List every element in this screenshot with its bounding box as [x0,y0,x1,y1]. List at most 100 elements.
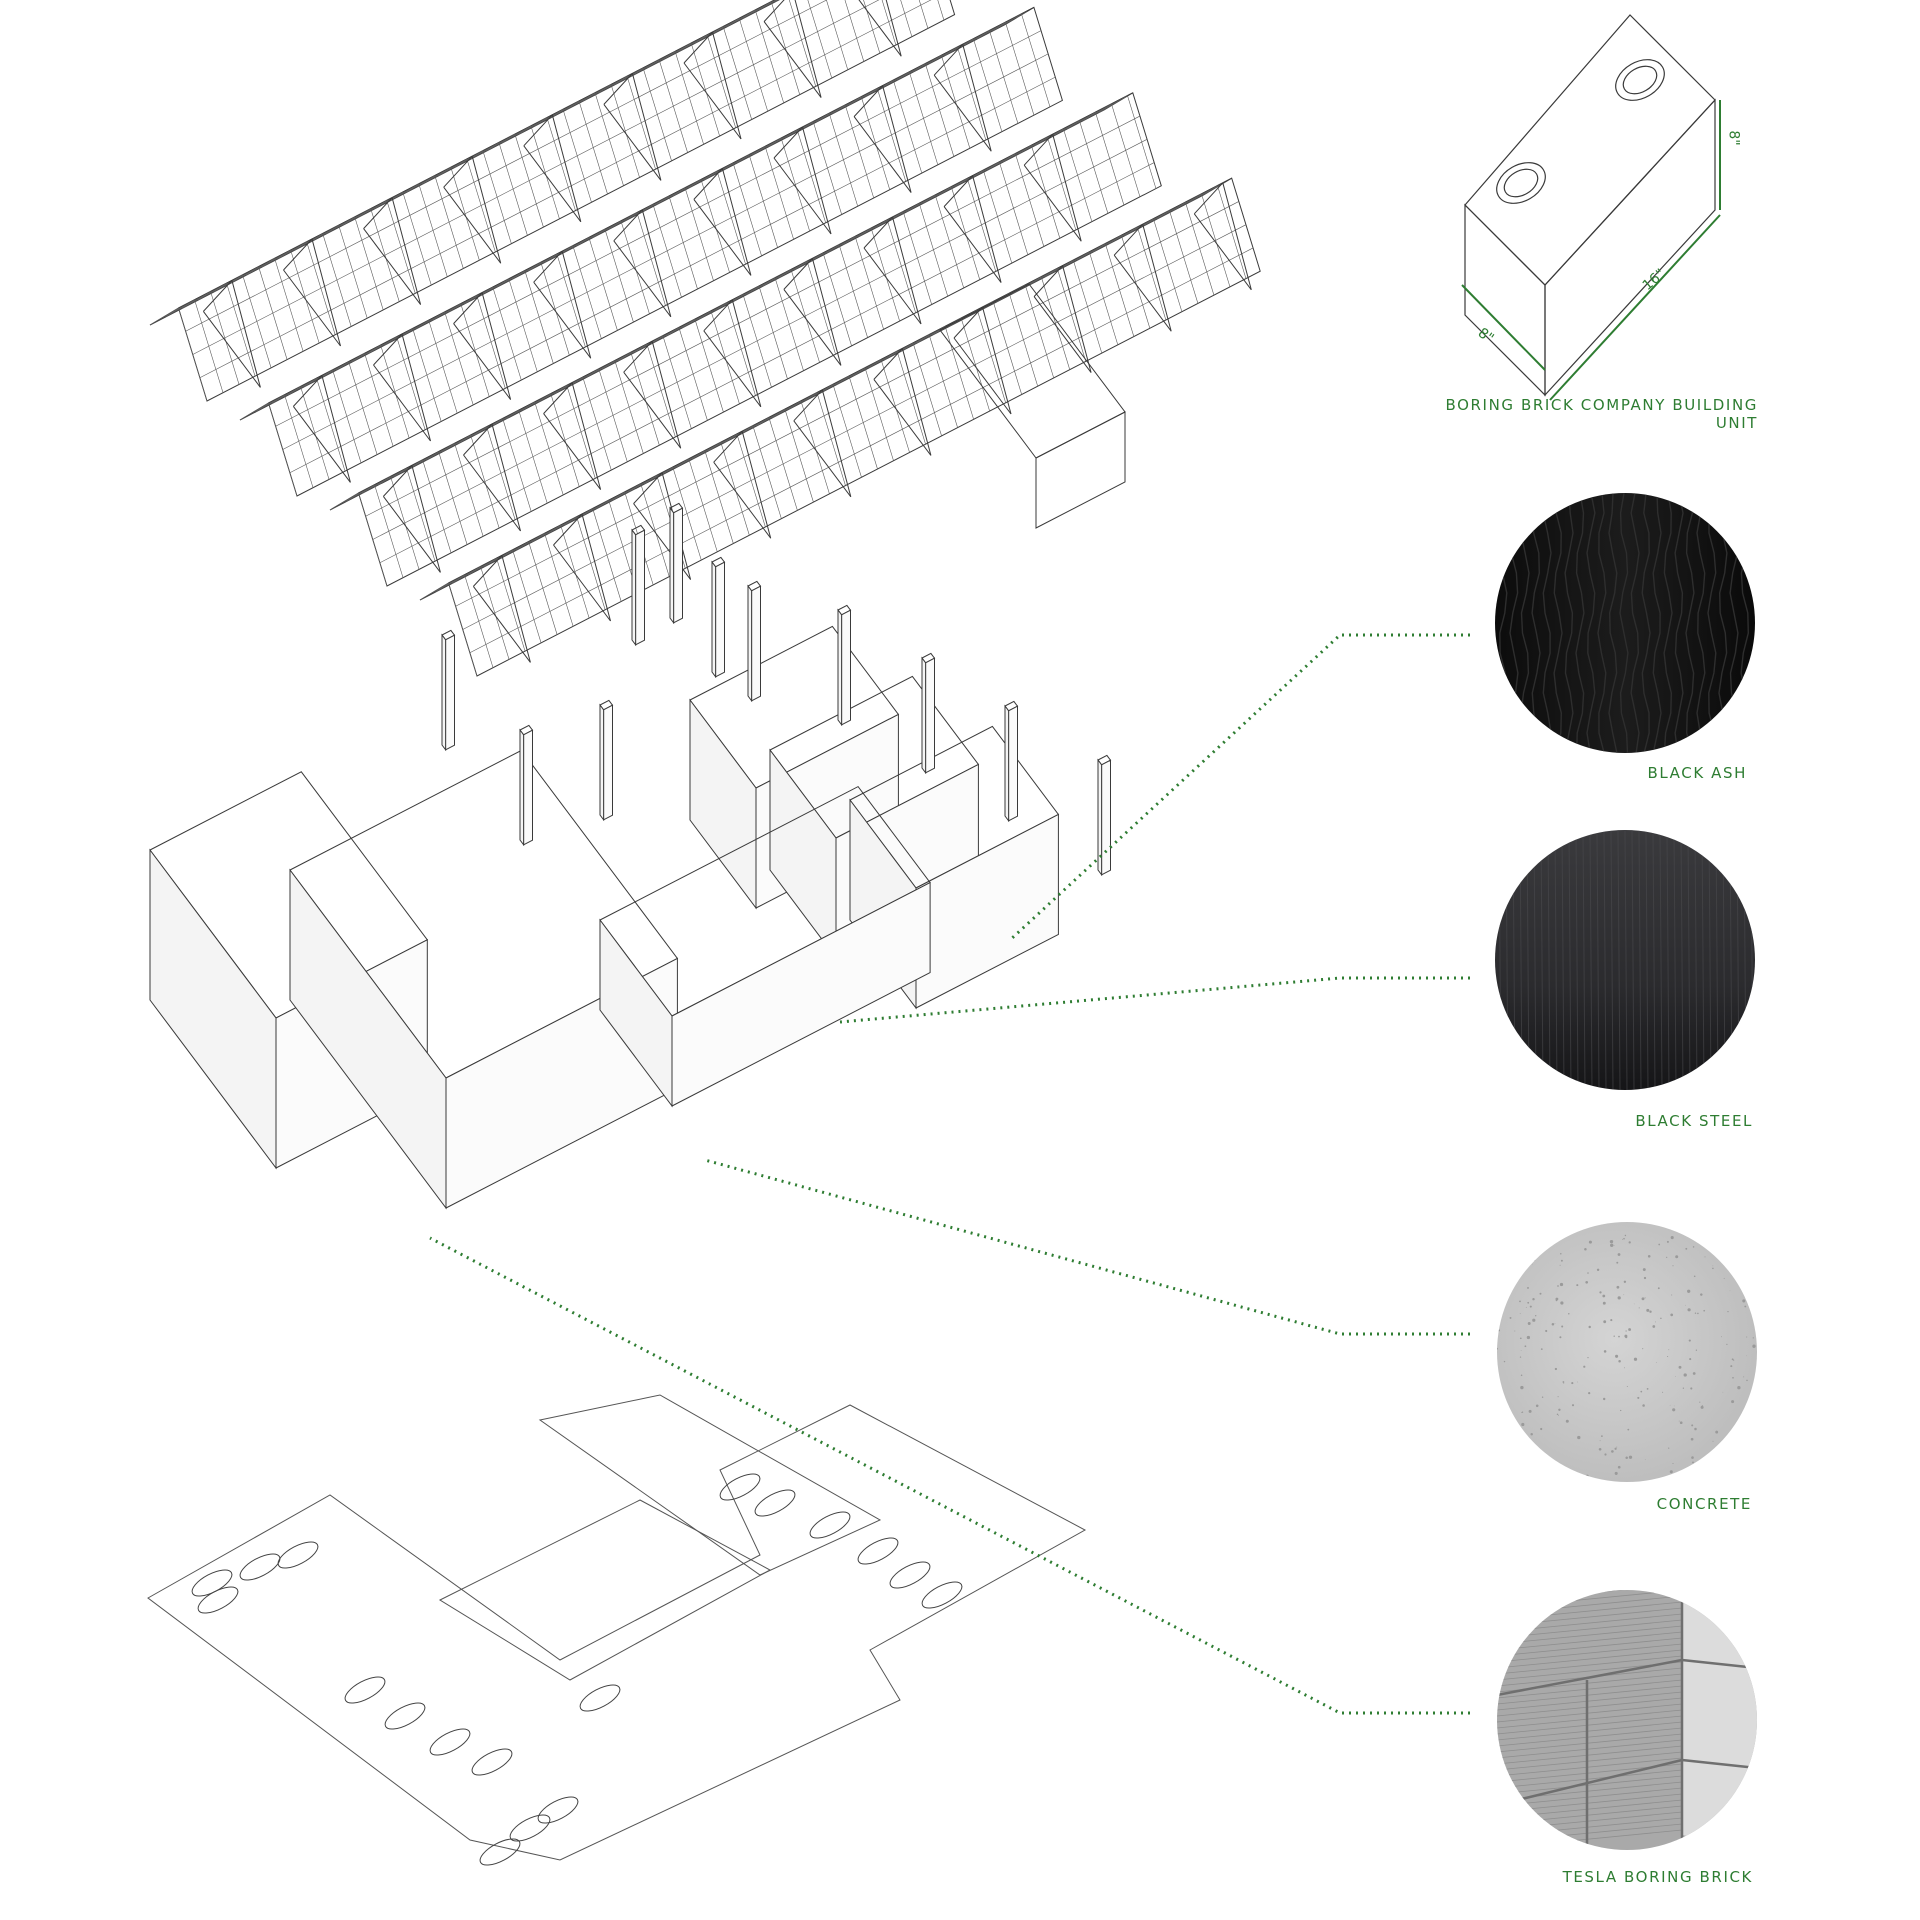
concrete-speck [1520,1385,1524,1390]
ash-grain-line [1652,493,1662,753]
concrete-speck [1700,1405,1704,1409]
concrete-speck [1675,1376,1676,1378]
concrete-speck [1624,1367,1625,1369]
concrete-speck [1652,1325,1656,1328]
concrete-speck [1625,1330,1627,1332]
steel-streak [1659,830,1663,1090]
concrete-speck [1555,1299,1558,1302]
concrete-speck [1568,1312,1570,1315]
steel-streak [1617,830,1621,1090]
concrete-speck [1691,1456,1694,1459]
concrete-speck [1679,1421,1683,1425]
concrete-speck [1649,1310,1652,1313]
column-4-front [751,585,761,702]
car-9 [719,1473,761,1501]
walls-layer [149,502,1112,1210]
concrete-speck [1637,1396,1640,1399]
floor-plan-outline [147,1404,1087,1861]
concrete-speck [1571,1382,1574,1385]
car-8 [471,1748,513,1776]
concrete-speck [1577,1381,1578,1383]
concrete-speck [1532,1264,1533,1266]
car-5 [344,1676,386,1704]
concrete-speck [1539,1292,1542,1295]
concrete-speck [1692,1461,1694,1464]
concrete-speck [1670,1236,1674,1240]
concrete-speck [1646,1388,1649,1390]
steel-streak [1603,830,1607,1090]
concrete-speck [1682,1387,1685,1389]
concrete-speck [1533,1259,1536,1261]
floor-plan-east-wing [538,1394,882,1576]
concrete-speck [1623,1294,1625,1296]
concrete-speck [1712,1440,1714,1442]
concrete-speck [1695,1349,1698,1351]
concrete-speck [1602,1294,1606,1298]
ash-grain-line [1553,493,1563,753]
steel-streak [1596,830,1600,1090]
leader-black-ash [1008,633,1470,942]
roof-end-frame [939,283,1126,459]
concrete-speck [1666,1240,1669,1243]
concrete-speck [1559,1336,1562,1339]
car-15 [579,1684,621,1712]
concrete-speck [1562,1381,1565,1383]
concrete-speck [1540,1427,1543,1431]
ash-grain-line [1641,493,1651,753]
column-5-front [841,609,851,726]
concrete-speck [1642,1404,1645,1407]
concrete-speck [1732,1359,1735,1361]
steel-streak [1631,830,1635,1090]
concrete-speck [1670,1313,1674,1317]
concrete-speck [1667,1355,1669,1358]
brick-texture-line [1497,1619,1683,1639]
brick-texture-line [1497,1685,1683,1705]
concrete-speck [1561,1325,1564,1328]
leader-concrete [704,1158,1470,1336]
concrete-speck [1585,1280,1589,1284]
concrete-speck [1626,1386,1628,1387]
ash-grain-line [1685,493,1695,753]
concrete-speck [1535,1404,1539,1408]
concrete-speck [1587,1272,1589,1274]
brick-right-face [1544,98,1716,397]
steel-streak [1666,830,1670,1090]
concrete-speck [1560,1252,1562,1255]
ash-grain-line [1531,493,1541,753]
steel-streak [1680,830,1684,1090]
concrete-speck [1729,1290,1731,1292]
leader-lines [429,633,1470,1715]
concrete-speck [1625,1336,1628,1339]
concrete-speck [1640,1390,1643,1393]
concrete-speck [1624,1234,1627,1237]
concrete-speck [1692,1246,1695,1248]
brick-texture-line [1497,1679,1683,1699]
concrete-speck [1588,1240,1592,1244]
concrete-speck [1671,1294,1673,1296]
concrete-speck [1737,1386,1741,1390]
column-3-front [715,561,725,678]
brick-texture-line [1497,1733,1683,1753]
column-10-front [603,704,613,821]
car-11 [809,1511,851,1539]
concrete-speck [1613,1245,1615,1246]
column-9-side [441,633,447,752]
concrete-speck [1672,1463,1674,1465]
concrete-speck [1520,1374,1523,1377]
column-11 [519,724,534,847]
concrete-speck [1617,1465,1621,1469]
concrete-speck [1623,1280,1627,1283]
steel-streak [1652,830,1656,1090]
concrete-speck [1532,1318,1536,1322]
concrete-speck [1601,1435,1603,1437]
concrete-speck [1685,1247,1688,1250]
wall-block-glazed [599,785,931,1108]
concrete-speck [1616,1261,1619,1264]
column-7-side [1004,704,1010,823]
concrete-speck [1689,1358,1692,1361]
brick-texture-line [1497,1637,1683,1657]
car-3 [277,1541,319,1569]
concrete-speck [1602,1397,1606,1401]
concrete-speck [1556,1413,1559,1416]
car-17 [509,1814,551,1842]
